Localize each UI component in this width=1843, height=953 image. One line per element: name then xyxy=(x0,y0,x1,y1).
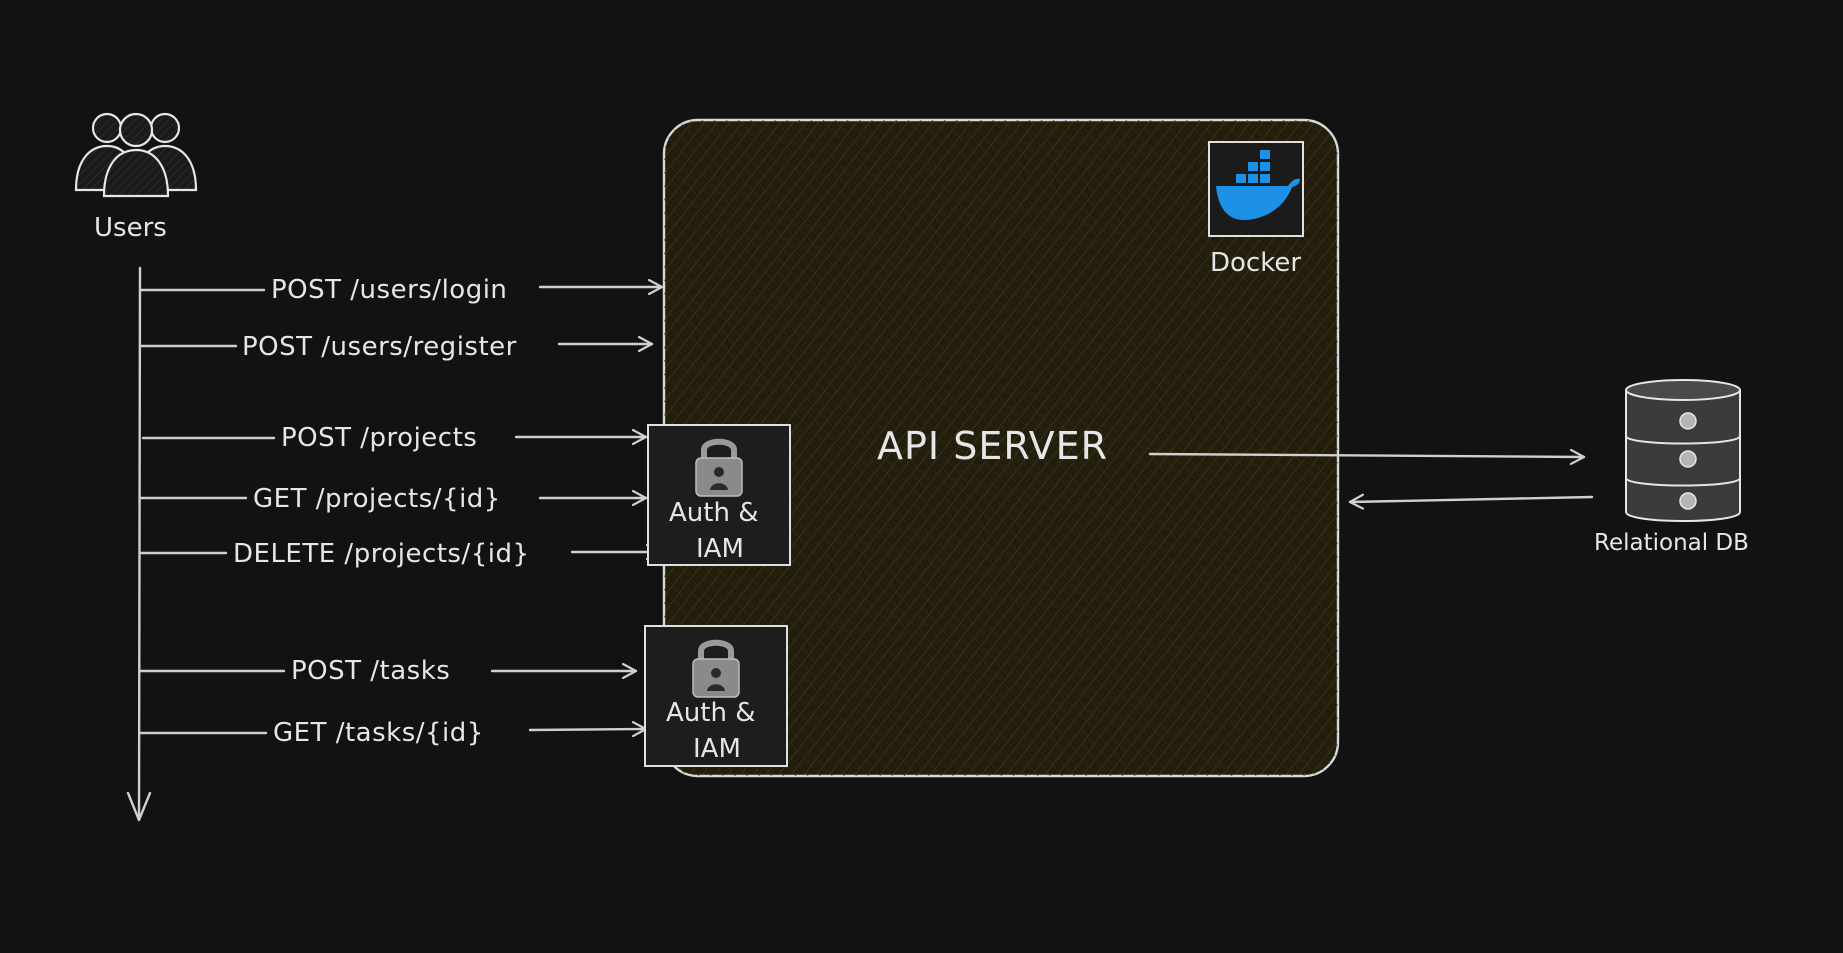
users-timeline-line xyxy=(137,266,142,822)
lock-icon xyxy=(692,639,740,698)
route-register: POST /users/register xyxy=(139,332,654,362)
users-group-icon xyxy=(74,112,198,198)
auth-iam-box-projects: Auth & IAM xyxy=(647,424,791,566)
database-icon xyxy=(1625,379,1741,522)
route-projects-delete: DELETE /projects/{id} xyxy=(139,539,662,569)
route-label: POST /tasks xyxy=(291,656,450,686)
server-to-db-arrow xyxy=(1148,454,1586,457)
auth-label-line1: Auth & xyxy=(669,498,758,528)
api-server-label: API SERVER xyxy=(877,424,1108,468)
database-label: Relational DB xyxy=(1594,530,1749,556)
api-server-box: API SERVER xyxy=(662,118,1340,778)
route-login: POST /users/login xyxy=(139,275,664,305)
docker-whale-icon xyxy=(1216,150,1300,221)
auth-label-line2: IAM xyxy=(693,734,741,764)
route-projects-post: POST /projects xyxy=(141,423,648,453)
users-label: Users xyxy=(94,213,167,243)
route-label: POST /projects xyxy=(281,423,477,453)
docker-badge: Docker xyxy=(1208,141,1304,278)
auth-iam-box-tasks: Auth & IAM xyxy=(644,625,788,767)
auth-label-line2: IAM xyxy=(696,534,744,564)
route-projects-get: GET /projects/{id} xyxy=(139,484,648,514)
db-to-server-arrow xyxy=(1348,497,1594,502)
route-label: DELETE /projects/{id} xyxy=(233,539,530,569)
users-timeline-arrowhead xyxy=(126,791,152,822)
docker-label: Docker xyxy=(1210,248,1301,278)
route-label: POST /users/login xyxy=(271,275,507,305)
lock-icon xyxy=(695,438,743,497)
route-label: GET /projects/{id} xyxy=(253,484,501,514)
route-label: GET /tasks/{id} xyxy=(273,718,484,748)
route-tasks-get: GET /tasks/{id} xyxy=(138,718,648,748)
route-tasks-post: POST /tasks xyxy=(139,656,638,686)
route-label: POST /users/register xyxy=(242,332,517,362)
auth-label-line1: Auth & xyxy=(666,698,755,728)
